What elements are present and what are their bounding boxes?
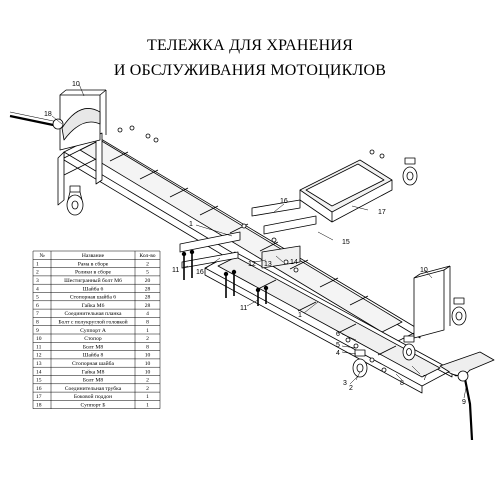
table-cell-qty: 2 [146,336,149,342]
table-cell-qty: 10 [145,369,151,375]
table-cell-qty: 20 [145,278,151,284]
table-cell-name: Боковой поддон [74,393,112,400]
table-cell-number: 11 [36,344,42,350]
table-cell-qty: 2 [146,378,149,384]
table-cell-qty: 1 [146,394,149,400]
table-cell-number: 5 [36,295,39,301]
callout-3: 3 [343,380,347,387]
callout-13: 13 [264,261,272,268]
table-cell-number: 2 [36,270,39,276]
table-cell-name: Суппорт Б [81,403,106,409]
caster-wheels [66,157,467,378]
table-cell-name: Соединительная трубка [65,385,122,392]
table-cell-number: 4 [36,286,39,292]
callout-labels: 10 18 1 16 17 15 11 16 12 14 13 11 10 1 … [44,81,466,406]
table-cell-name: Ролики в сборе [75,269,112,276]
callout-10-right: 10 [420,267,428,274]
callout-16-lower: 16 [196,269,204,276]
table-cell-number: 13 [36,361,42,367]
side-tray [299,159,393,223]
callout-15: 15 [342,239,350,246]
callout-7: 7 [423,375,427,382]
table-cell-qty: 5 [146,270,149,276]
table-cell-qty: 28 [145,286,151,292]
table-cell-qty: 2 [146,261,149,267]
table-cell-name: Шайба 8 [83,352,104,359]
table-cell-number: 1 [36,261,39,267]
table-cell-number: 12 [36,353,42,359]
table-cell-number: 16 [36,386,42,392]
table-cell-qty: 8 [146,344,149,350]
table-header-cell: № [39,253,44,259]
table-cell-name: Рама в сборе [78,260,109,267]
table-cell-qty: 28 [145,303,151,309]
table-cell-number: 3 [36,278,39,284]
table-cell-number: 17 [36,394,42,400]
table-cell-name: Болт с полукруглой головкой [58,319,127,326]
table-cell-name: Болт М8 [83,378,104,384]
callout-12: 12 [248,261,256,268]
table-cell-name: Шайба 6 [83,285,104,292]
table-cell-number: 8 [36,320,39,326]
table-cell-qty: 28 [145,295,151,301]
table-cell-number: 14 [36,369,42,375]
table-cell-number: 9 [36,328,39,334]
table-cell-name: Стопорная шайба [72,360,114,367]
table-cell-number: 10 [36,336,42,342]
support-b [9,89,107,151]
callout-4: 4 [336,350,340,357]
table-cell-number: 7 [36,311,39,317]
table-cell-qty: 10 [145,361,151,367]
table-cell-qty: 10 [145,353,151,359]
title-line-2: И ОБСЛУЖИВАНИЯ МОТОЦИКЛОВ [113,62,387,79]
table-cell-qty: 1 [146,328,149,334]
table-cell-name: Соединительная планка [65,311,122,317]
table-cell-qty: 1 [146,403,149,409]
table-cell-name: Стопор [84,336,102,342]
support-a [413,265,495,441]
leader-lines [51,83,467,399]
title-line-1: ТЕЛЕЖКА ДЛЯ ХРАНЕНИЯ [146,37,354,54]
table-cell-qty: 8 [146,320,149,326]
callout-5: 5 [336,342,340,349]
table-cell-number: 18 [36,403,42,409]
table-cell-name: Гайка М6 [82,302,105,309]
table-cell-name: Суппорт А [80,328,106,334]
callout-18: 18 [44,111,52,118]
main-frame [57,132,453,394]
callout-14: 14 [290,259,298,266]
table-cell-number: 6 [36,303,39,309]
callout-2: 2 [349,385,353,392]
table-header-cell: Название [82,253,105,259]
table-cell-name: Шестигранный болт М6 [64,277,122,284]
table-cell-name: Болт М8 [83,344,104,350]
callout-16: 16 [280,198,288,205]
callout-8: 8 [400,380,404,387]
callout-6: 6 [336,331,340,338]
callout-10: 10 [72,81,80,88]
callout-1: 1 [189,221,193,228]
callout-11-lower: 11 [240,305,247,312]
table-header-cell: Кол-во [139,253,155,259]
table-cell-number: 15 [36,378,42,384]
table-cell-qty: 4 [146,311,149,317]
table-cell-name: Гайка М8 [82,368,105,375]
connecting-tubes [179,199,317,269]
callout-1-lower: 1 [298,312,302,319]
callout-17: 17 [378,209,386,216]
table-cell-qty: 2 [146,386,149,392]
callout-9: 9 [462,399,466,406]
table-cell-name: Стопорная шайба 6 [70,294,116,301]
callout-11: 11 [172,267,179,274]
